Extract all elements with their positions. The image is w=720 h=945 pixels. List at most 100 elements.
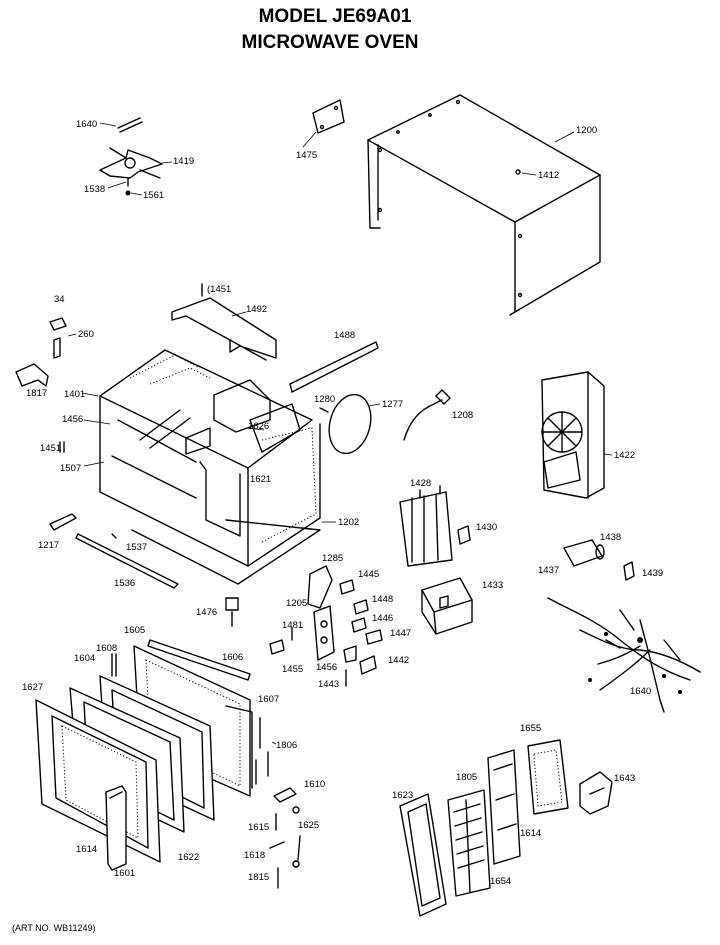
callout-1618: 1618 xyxy=(244,850,265,861)
gasket-1277 xyxy=(328,393,372,455)
callout-1428: 1428 xyxy=(410,478,431,489)
switch-1448 xyxy=(353,599,369,615)
callout-1455: 1455 xyxy=(282,664,303,675)
callout-1446: 1446 xyxy=(372,613,393,624)
switch-1445 xyxy=(339,579,355,595)
top-bracket-1492 xyxy=(171,297,277,361)
callout-1608: 1608 xyxy=(96,643,117,654)
callout-1412: 1412 xyxy=(538,170,559,181)
callout-1815: 1815 xyxy=(248,872,269,883)
art-number: (ART NO. WB11249) xyxy=(12,923,96,933)
callout-1622: 1622 xyxy=(178,852,199,863)
callout-1621: 1621 xyxy=(250,474,271,485)
callout-1606: 1606 xyxy=(222,652,243,663)
outer-door-1627 xyxy=(35,699,161,863)
callout-1451: 1451 xyxy=(40,443,61,454)
callout-1492: 1492 xyxy=(246,304,267,315)
power-cord-1208 xyxy=(403,389,451,441)
stirrer-blade-assembly xyxy=(99,117,163,196)
callout-1806: 1806 xyxy=(276,740,297,751)
foot-1476 xyxy=(225,597,239,627)
callout-1626: 1626 xyxy=(248,421,269,432)
callout-1537: 1537 xyxy=(126,542,147,553)
callout-1655: 1655 xyxy=(520,723,541,734)
callout-1401: 1401 xyxy=(64,389,85,400)
cover-plate xyxy=(312,99,345,134)
callout-1437: 1437 xyxy=(538,565,559,576)
callout-1439: 1439 xyxy=(642,568,663,579)
door-latch-bars-1806 xyxy=(255,717,269,785)
callout-1443: 1443 xyxy=(318,679,339,690)
callout-1456-lower: 1456 xyxy=(316,662,337,673)
callout-1208: 1208 xyxy=(452,410,473,421)
callout-1605: 1605 xyxy=(124,625,145,636)
callout-1627: 1627 xyxy=(22,682,43,693)
spring-1610 xyxy=(273,787,297,803)
callout-1538: 1538 xyxy=(84,184,105,195)
wire-harness-1640 xyxy=(547,597,701,713)
capacitor-1430 xyxy=(457,525,471,545)
callout-1601: 1601 xyxy=(114,868,135,879)
switch-1446 xyxy=(351,617,367,633)
trim-strip-1536 xyxy=(75,533,179,589)
callout-34: 34 xyxy=(54,294,65,305)
callout-1280: 1280 xyxy=(314,394,335,405)
callout-1625: 1625 xyxy=(298,820,319,831)
hv-capacitor-1438 xyxy=(563,539,605,567)
door-handle-1601 xyxy=(105,785,127,871)
callout-1451-top: (1451 xyxy=(207,284,231,295)
callout-1205: 1205 xyxy=(286,598,307,609)
callout-1536: 1536 xyxy=(114,578,135,589)
callout-1475: 1475 xyxy=(296,150,317,161)
callout-1488: 1488 xyxy=(334,330,355,341)
diode-1439 xyxy=(623,561,635,581)
callout-1640: 1640 xyxy=(76,119,97,130)
oven-cavity xyxy=(99,349,321,585)
callout-1643: 1643 xyxy=(614,773,635,784)
callout-1456: 1456 xyxy=(62,414,83,425)
callout-1615: 1615 xyxy=(248,822,269,833)
callout-1200: 1200 xyxy=(576,125,597,136)
callout-1476: 1476 xyxy=(196,607,217,618)
callout-1481: 1481 xyxy=(282,620,303,631)
switch-assembly-1643 xyxy=(579,771,613,815)
callout-1433: 1433 xyxy=(482,580,503,591)
callout-1607: 1607 xyxy=(258,694,279,705)
product-title: MICROWAVE OVEN xyxy=(242,32,419,53)
clip-34-260 xyxy=(49,317,67,359)
callout-1623: 1623 xyxy=(392,790,413,801)
hinge-bracket-1817 xyxy=(15,363,49,387)
control-panel-frame-1623 xyxy=(399,793,447,917)
pc-board-1655 xyxy=(527,739,569,815)
callout-1654: 1654 xyxy=(490,876,511,887)
callout-1614: 1614 xyxy=(76,844,97,855)
door-choke-1606 xyxy=(147,639,251,681)
callout-1805: 1805 xyxy=(456,772,477,783)
callout-1202: 1202 xyxy=(338,517,359,528)
callout-1430: 1430 xyxy=(476,522,497,533)
callout-1422: 1422 xyxy=(614,450,635,461)
callout-1448: 1448 xyxy=(372,594,393,605)
model-title: MODEL JE69A01 xyxy=(259,6,412,27)
bracket-1217 xyxy=(49,513,77,531)
callout-1445: 1445 xyxy=(358,569,379,580)
switch-1447 xyxy=(365,629,383,645)
switch-1456 xyxy=(343,645,357,663)
callout-1610: 1610 xyxy=(304,779,325,790)
switch-1442 xyxy=(359,655,377,675)
callout-1817: 1817 xyxy=(26,388,47,399)
transformer-1433 xyxy=(421,577,473,635)
callout-1438: 1438 xyxy=(600,532,621,543)
fan-motor-assembly xyxy=(541,371,605,499)
callout-1217: 1217 xyxy=(38,540,59,551)
actuator-1455 xyxy=(269,639,285,655)
callout-1285: 1285 xyxy=(322,553,343,564)
touch-panel-1654 xyxy=(447,789,491,897)
callout-1640-harness: 1640 xyxy=(630,686,651,697)
callout-1442: 1442 xyxy=(388,655,409,666)
outer-case xyxy=(367,94,601,316)
callout-1419: 1419 xyxy=(173,156,194,167)
latch-1205 xyxy=(313,605,335,661)
callout-1614-panel: 1614 xyxy=(520,828,541,839)
